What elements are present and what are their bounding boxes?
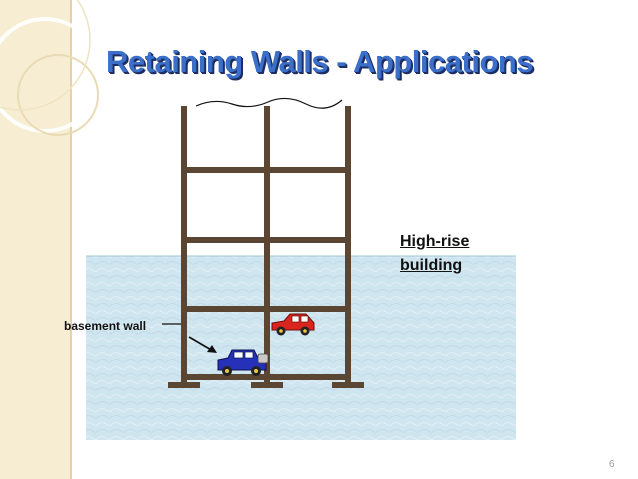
building-label: High-rise building xyxy=(400,230,469,278)
building-break-line xyxy=(195,97,343,109)
soil-region xyxy=(86,256,516,440)
page-number: 6 xyxy=(609,459,615,470)
column-middle xyxy=(264,106,270,384)
footing xyxy=(332,382,364,388)
basement-wall-label: basement wall xyxy=(64,319,147,333)
building-label-line2: building xyxy=(400,257,463,274)
blue-jeep xyxy=(217,349,269,376)
footing xyxy=(251,382,283,388)
floor-beam xyxy=(181,374,351,380)
column-left xyxy=(181,106,187,384)
floor-beam xyxy=(181,306,351,312)
floor-beam xyxy=(181,167,351,173)
left-band-divider xyxy=(70,0,72,479)
decorative-arcs xyxy=(0,0,103,136)
pointer-arrow xyxy=(188,336,217,353)
left-decorative-band xyxy=(0,0,70,479)
column-right xyxy=(345,106,351,384)
building-frame xyxy=(168,106,364,388)
floor-beam xyxy=(181,237,351,243)
footing xyxy=(168,382,200,388)
slide-title: Retaining Walls - Applications xyxy=(106,44,534,79)
building-label-line1: High-rise xyxy=(400,233,470,250)
red-car xyxy=(271,313,315,336)
